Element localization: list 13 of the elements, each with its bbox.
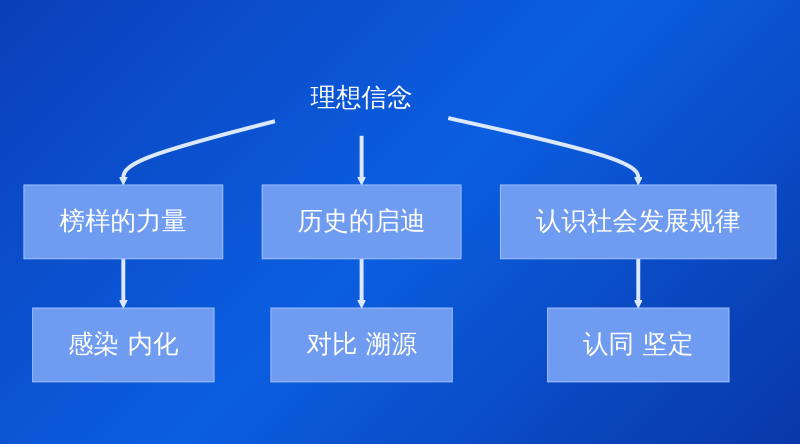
arrow: [119, 258, 128, 309]
node-box: 认同 坚定: [547, 308, 730, 382]
node-box: 对比 溯源: [270, 308, 453, 382]
node-box: 榜样的力量: [23, 184, 224, 260]
node-box: 感染 内化: [32, 308, 215, 382]
node-box: 历史的启迪: [262, 184, 462, 260]
arrow: [357, 136, 366, 186]
node-text: 理想信念: [310, 84, 413, 114]
arrow: [357, 258, 366, 309]
arrow: [634, 258, 643, 309]
arrow: [119, 119, 276, 186]
arrow: [448, 116, 643, 186]
node-box: 认识社会发展规律: [500, 184, 777, 260]
